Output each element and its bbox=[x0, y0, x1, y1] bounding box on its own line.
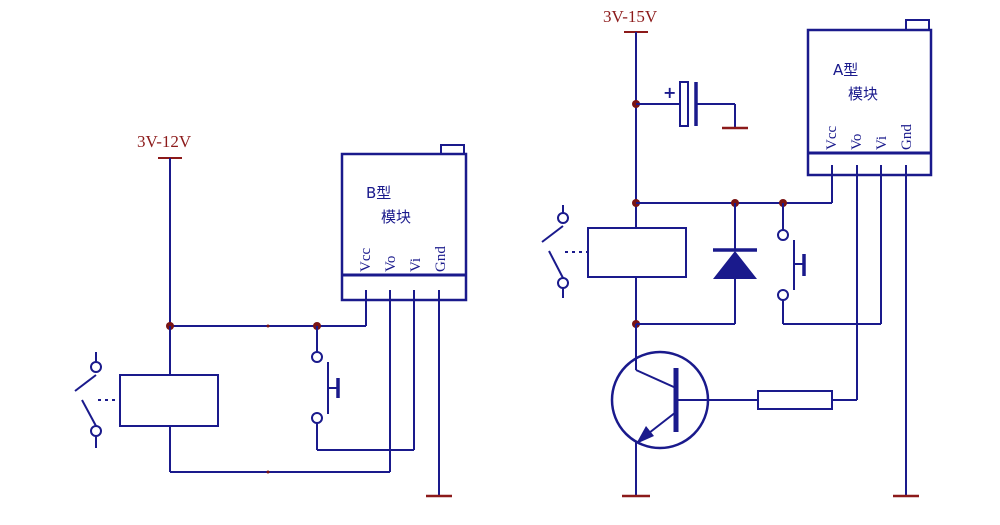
left-wire-dot bbox=[266, 324, 270, 328]
left-relay-coil bbox=[119, 374, 219, 427]
right-module-subtitle: 模块 bbox=[848, 85, 878, 103]
left-module-subtitle: 模块 bbox=[381, 208, 411, 226]
right-push-button bbox=[777, 203, 881, 325]
left-push-button bbox=[311, 326, 414, 451]
right-circuit: 3V-15V + bbox=[541, 7, 933, 498]
base-resistor bbox=[757, 390, 833, 410]
npn-transistor bbox=[610, 324, 758, 498]
left-circuit: 3V-12V bbox=[74, 132, 468, 498]
right-pin-vo: Vo bbox=[849, 134, 865, 150]
right-module-a: A型 模块 Vcc Vo Vi Gnd bbox=[806, 19, 933, 177]
left-relay-contact bbox=[74, 352, 120, 448]
right-relay-coil bbox=[587, 227, 687, 278]
left-module-b: B型 模块 Vcc Vo Vi Gnd bbox=[340, 144, 468, 302]
right-pin-vi: Vi bbox=[874, 136, 890, 150]
left-supply-label: 3V-12V bbox=[137, 132, 192, 151]
left-module-title: B型 bbox=[366, 184, 391, 202]
right-relay-contact bbox=[541, 205, 588, 298]
left-pin-gnd: Gnd bbox=[433, 246, 449, 272]
electrolytic-capacitor: + bbox=[632, 81, 748, 130]
right-module-title: A型 bbox=[833, 61, 858, 79]
left-pin-vcc: Vcc bbox=[358, 248, 374, 272]
right-supply-label: 3V-15V bbox=[603, 7, 658, 26]
flyback-diode bbox=[713, 203, 757, 324]
right-pin-vcc: Vcc bbox=[824, 126, 840, 150]
right-pin-gnd: Gnd bbox=[899, 124, 915, 150]
capacitor-plus-label: + bbox=[663, 83, 676, 102]
left-supply-rail bbox=[158, 157, 182, 326]
left-pin-vo: Vo bbox=[383, 256, 399, 272]
right-supply-rail bbox=[624, 31, 648, 228]
left-pin-vi: Vi bbox=[408, 258, 424, 272]
